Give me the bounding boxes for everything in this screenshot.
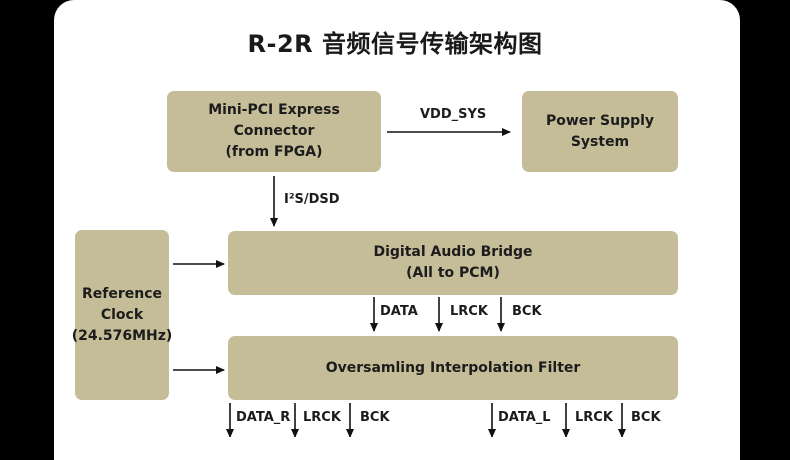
label-data-r: DATA_R bbox=[236, 410, 291, 425]
node-reference-clock-line1: Reference bbox=[81, 285, 163, 302]
node-oversampling-filter-line1: Oversamling Interpolation Filter bbox=[325, 359, 581, 376]
label-bck-r: BCK bbox=[360, 410, 390, 425]
label-i2s-dsd: I²S/DSD bbox=[284, 192, 340, 207]
label-lrck-l: LRCK bbox=[575, 410, 613, 425]
node-oversampling-filter: Oversamling Interpolation Filter bbox=[228, 336, 678, 400]
node-digital-audio-bridge-line2: (All to PCM) bbox=[406, 265, 500, 281]
label-lrck-r: LRCK bbox=[303, 410, 341, 425]
node-mini-pci-line2: (from FPGA) bbox=[225, 144, 323, 160]
node-power-supply-line2: System bbox=[570, 133, 630, 150]
label-vdd-sys: VDD_SYS bbox=[420, 107, 487, 122]
node-power-supply: Power Supply System bbox=[522, 91, 678, 172]
label-lrck: LRCK bbox=[450, 304, 488, 319]
node-reference-clock-line3: (24.576MHz) bbox=[71, 327, 173, 344]
label-bck-l: BCK bbox=[631, 410, 661, 425]
node-digital-audio-bridge-line1: Digital Audio Bridge bbox=[373, 244, 533, 260]
node-mini-pci-connector: Mini-PCI Express Connector (from FPGA) bbox=[167, 91, 381, 172]
label-bck: BCK bbox=[512, 304, 542, 319]
label-data-l: DATA_L bbox=[498, 410, 551, 425]
node-reference-clock: Reference Clock (24.576MHz) bbox=[72, 230, 172, 400]
node-mini-pci-line1: Mini-PCI Express Connector bbox=[208, 102, 340, 139]
node-reference-clock-line2: Clock bbox=[100, 306, 144, 323]
diagram-title: R-2R 音频信号传输架构图 bbox=[247, 30, 543, 58]
node-digital-audio-bridge: Digital Audio Bridge (All to PCM) bbox=[228, 231, 678, 295]
node-power-supply-line1: Power Supply bbox=[545, 112, 655, 129]
label-data: DATA bbox=[380, 304, 418, 319]
